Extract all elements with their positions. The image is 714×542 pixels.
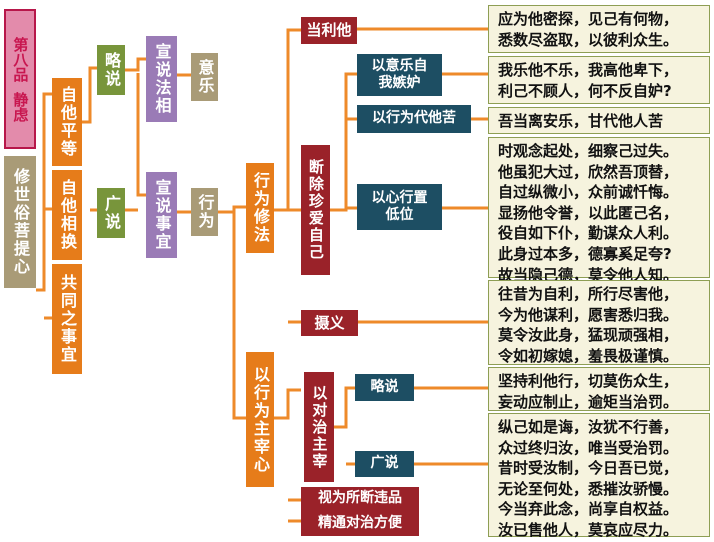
verse-summary: 往昔为自利，所行尽害他， 今为他谋利，愿害悉归我。 莫令汝此身，猛现顽强相， 令… — [488, 280, 710, 365]
node-lower-self-position: 以心行置低位 — [357, 184, 442, 230]
node-action: 行为 — [191, 188, 218, 236]
verse-benefit-others: 应为他密探，见己有何物， 悉数尽盗取，以彼利众生。 — [488, 5, 710, 53]
root-topic: 修世俗菩提心 — [4, 156, 36, 288]
node-conduct-practice: 行为修法 — [246, 163, 274, 253]
verse-lower-self: 时观念起处，细察己过失。 他虽犯大过，欣然吾顶替， 自过纵微小，众前诚忏悔。 显… — [488, 137, 710, 284]
node-abandon-self-cherishing: 断除珍爱自己 — [301, 145, 330, 275]
node-common-matters: 共同之事宜 — [52, 264, 82, 374]
verse-antidote-brief: 坚持利他行，切莫伤众生， 妄动应制止，逾矩当治罚。 — [488, 367, 710, 411]
node-extended: 广说 — [97, 188, 125, 238]
node-view-as-object: 视为所断违品 — [301, 487, 419, 511]
node-motivation: 意乐 — [191, 53, 218, 101]
node-summary: 摄义 — [301, 310, 358, 336]
chapter-name: 静虑 — [11, 91, 30, 122]
node-explain-characteristics: 宣说法相 — [146, 36, 177, 122]
verse-self-envy: 我乐他不乐，我高他卑下， 利己不顾人，何不反自妒? — [488, 56, 710, 104]
node-antidote-extended: 广说 — [355, 451, 414, 477]
verse-take-suffering: 吾当离安乐，甘代他人苦 — [488, 107, 710, 134]
chapter-number: 第八品 — [11, 36, 30, 82]
node-brief: 略说 — [97, 45, 125, 95]
node-explain-matters: 宣说事宜 — [146, 172, 177, 258]
node-envy-by-intention: 以意乐自我嫉妒 — [357, 54, 442, 96]
chapter-title: 第八品 静虑 — [4, 9, 36, 149]
node-self-other-equal: 自他平等 — [52, 78, 82, 166]
node-control-mind-by-action: 以行为主宰心 — [246, 352, 274, 487]
node-self-other-exchange: 自他相换 — [52, 170, 82, 260]
node-antidote-brief: 略说 — [355, 374, 414, 401]
node-control-by-antidote: 以对治主宰 — [304, 372, 334, 482]
node-master-remedy: 精通对治方便 — [301, 511, 419, 536]
verse-antidote-extended: 纵己如是诲，汝犹不行善， 众过终归汝，唯当受治罚。 昔时受汝制，今日吾已觉， 无… — [488, 413, 710, 539]
node-benefit-others: 当利他 — [301, 17, 357, 44]
node-take-suffering-by-action: 以行为代他苦 — [357, 105, 471, 133]
